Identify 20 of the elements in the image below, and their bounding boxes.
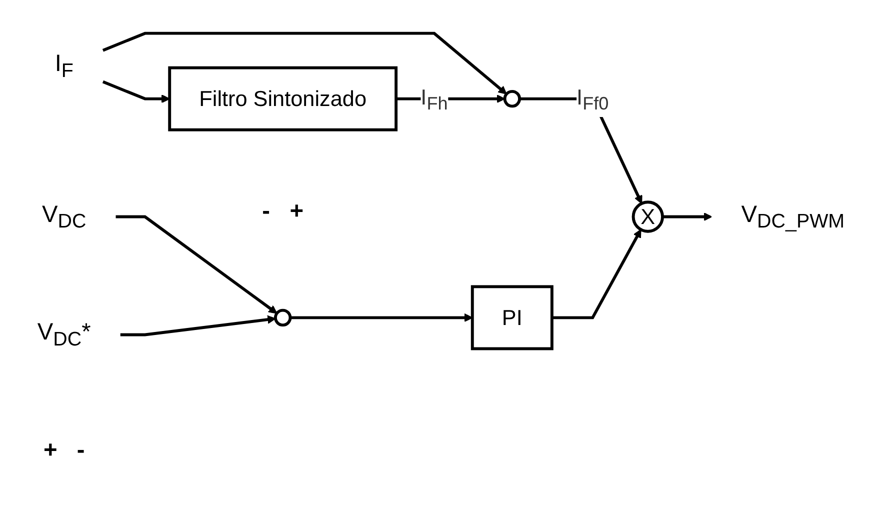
arrow bbox=[116, 215, 278, 314]
node-circle: X bbox=[632, 200, 664, 233]
arrow bbox=[120, 315, 276, 336]
edge-label: I$_{Fh}$ bbox=[420, 84, 448, 114]
edge-label: I$_{Ff0}$ bbox=[576, 84, 609, 114]
node-label: - + bbox=[262, 198, 304, 224]
node-label: + - bbox=[43, 437, 85, 464]
node-text: V$_{DC_PWM}$ bbox=[741, 201, 845, 232]
node-text: V$_{DC}$ bbox=[42, 201, 86, 232]
arrow bbox=[102, 32, 507, 94]
arrow bbox=[552, 229, 642, 320]
node-circle bbox=[274, 308, 292, 327]
node-circle bbox=[503, 90, 522, 108]
node-text: V$_{DC}$* bbox=[37, 319, 91, 350]
node-box: Filtro Sintonizado bbox=[168, 66, 398, 132]
arrow bbox=[290, 313, 473, 322]
node-box: PI bbox=[470, 285, 554, 350]
arrow bbox=[102, 80, 170, 104]
node-text: I$_{F}$ bbox=[54, 50, 74, 82]
arrow bbox=[662, 212, 712, 222]
